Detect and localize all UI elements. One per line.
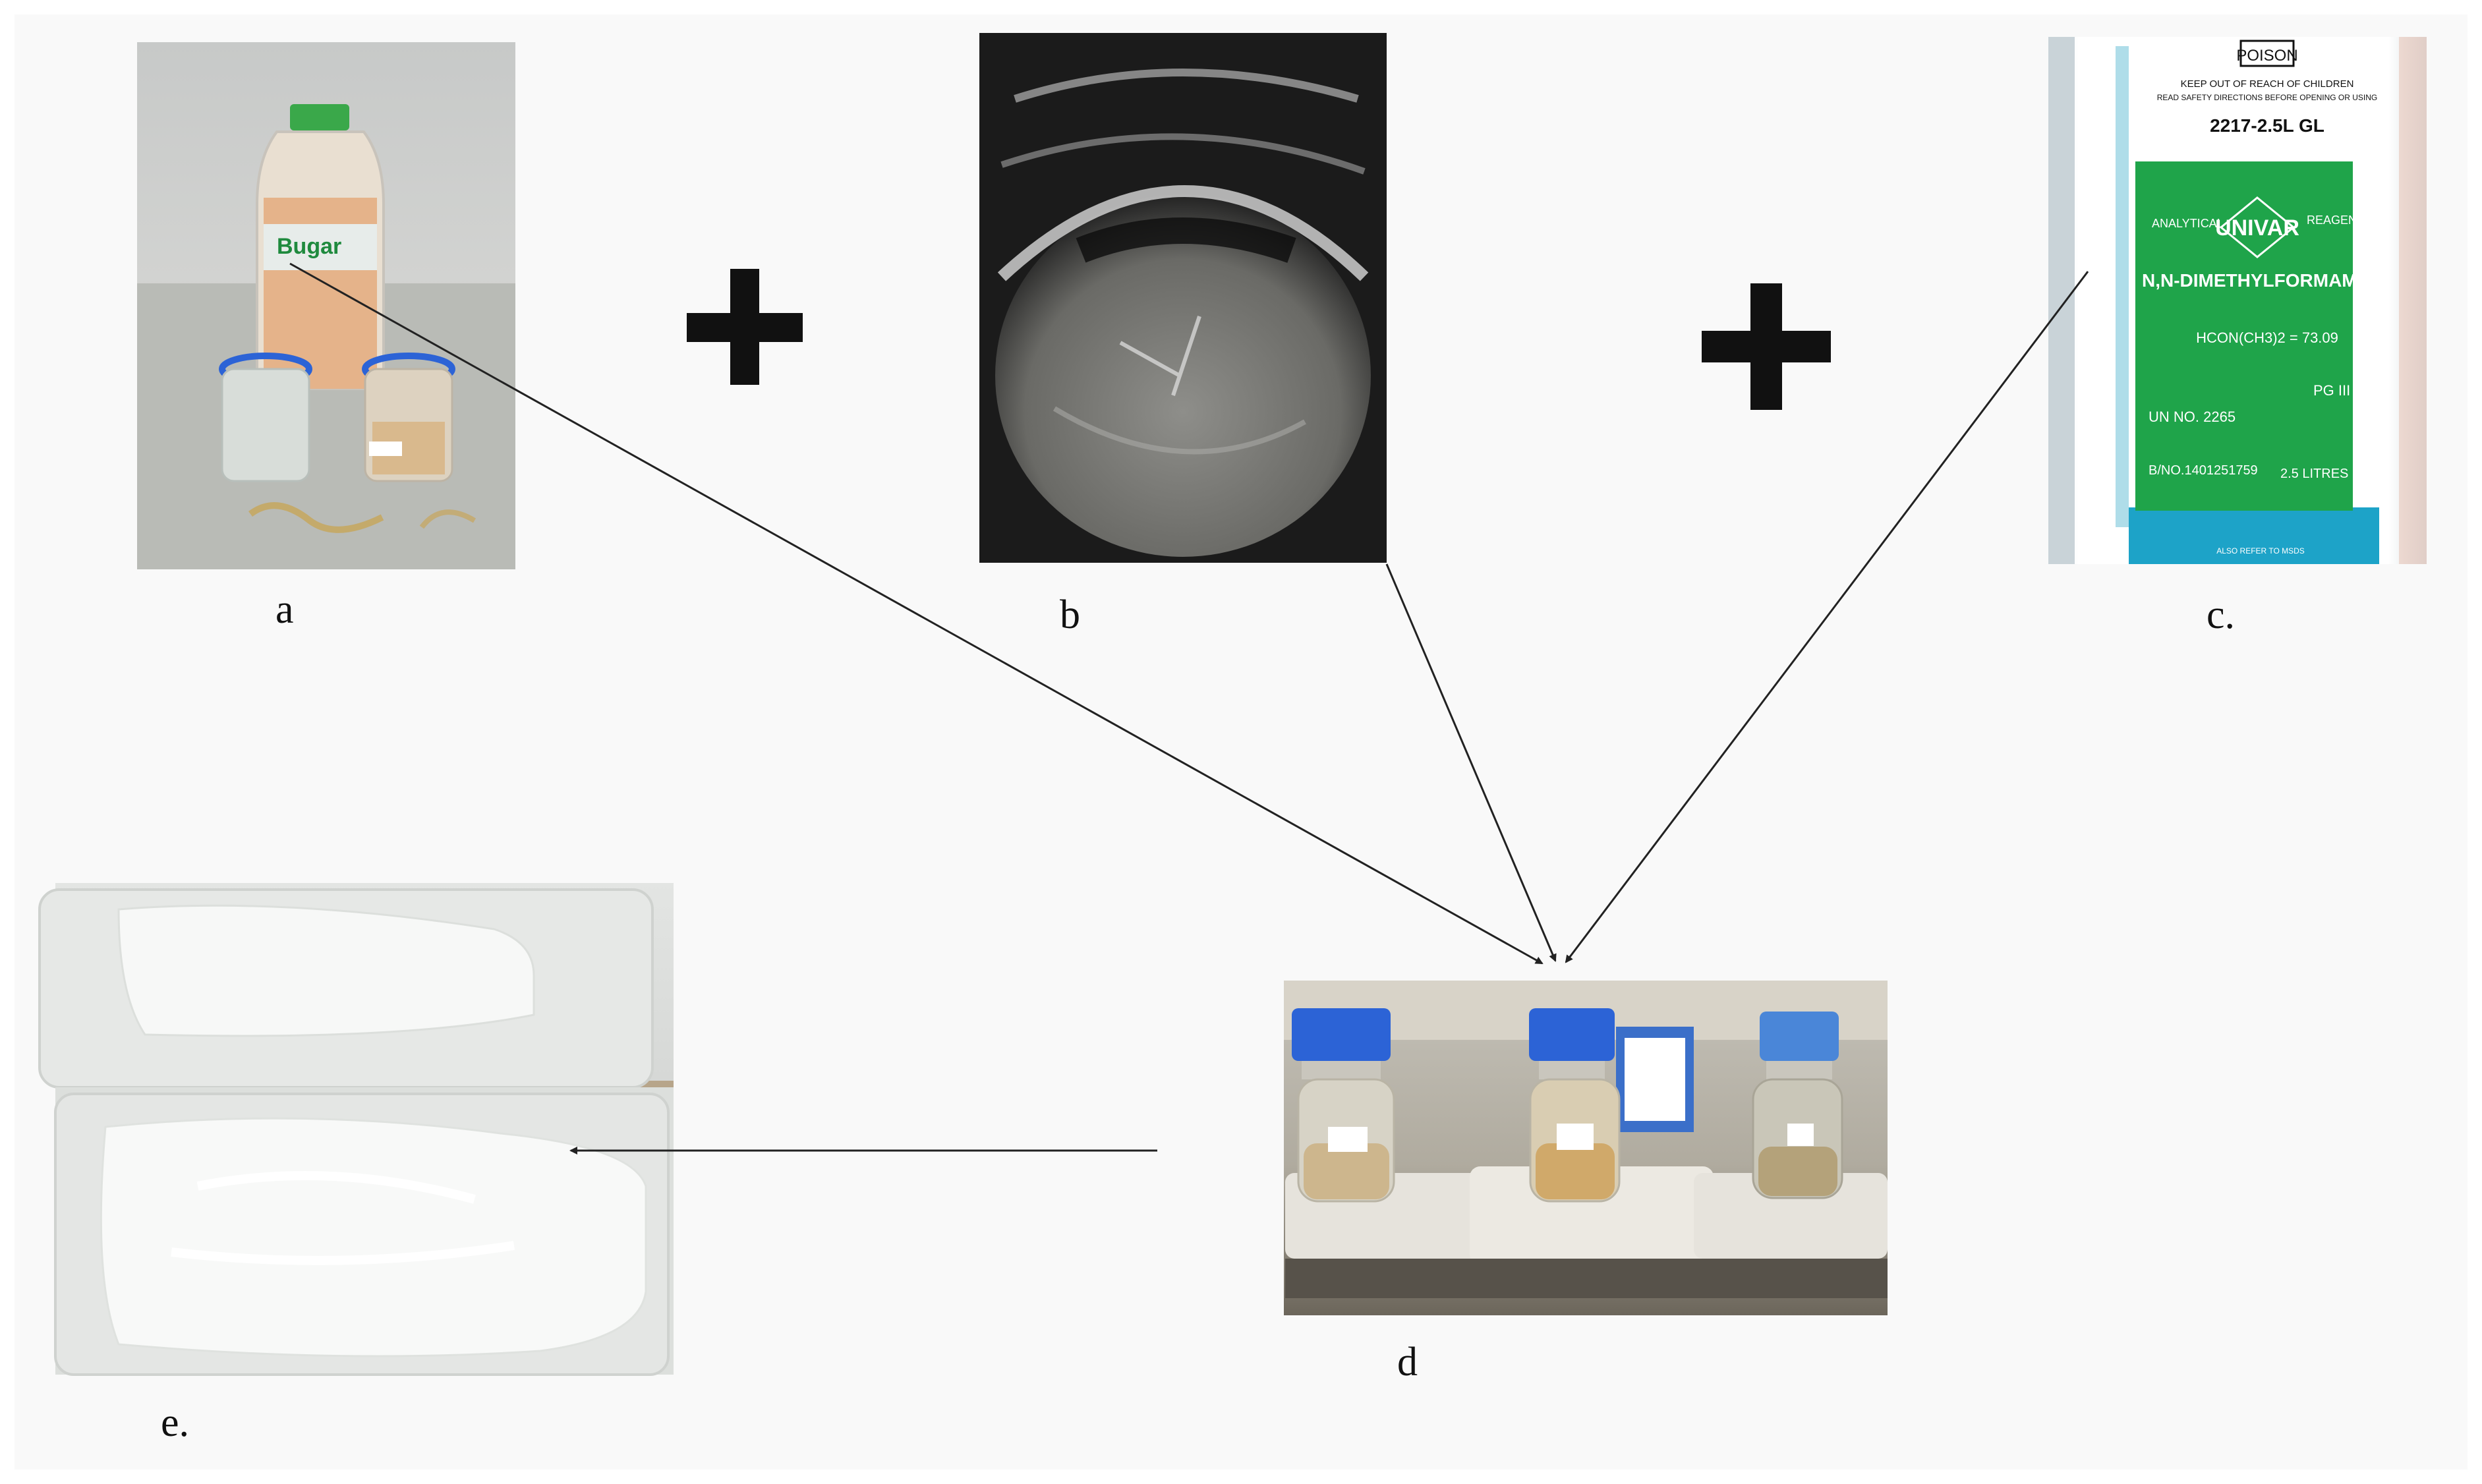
jar-3	[1752, 1012, 1843, 1199]
formula-text: HCON(CH3)2 = 73.09	[2196, 329, 2338, 346]
label-c: c.	[2207, 592, 2236, 637]
label-d: d	[1397, 1340, 1418, 1384]
photo-e-film-sheets	[38, 883, 674, 1376]
msds-text: ALSO REFER TO MSDS	[2216, 546, 2305, 556]
reagent-text: REAGENT	[2307, 214, 2364, 227]
photo-a-rice-straw: Bugar	[137, 42, 515, 569]
volume-text: 2.5 LITRES	[2280, 467, 2348, 481]
arrow-a-to-d	[289, 262, 1544, 965]
univar-logo	[2219, 196, 2295, 258]
label-a: a	[275, 587, 294, 632]
warning-line-1: KEEP OUT OF REACH OF CHILDREN	[2181, 78, 2354, 90]
brand-text: UNIVAR	[2215, 215, 2299, 241]
label-e: e.	[161, 1400, 190, 1445]
label-b: b	[1060, 592, 1080, 637]
analytical-text: ANALYTICAL	[2152, 217, 2224, 230]
arrow-c-to-d	[1565, 271, 2089, 963]
plus-sign-2	[1702, 283, 1831, 410]
svg-text:Bugar: Bugar	[277, 234, 341, 259]
chemical-name: N,N-DIMETHYLFORMAMIDE	[2142, 270, 2388, 291]
un-number: UN NO. 2265	[2149, 409, 2236, 425]
batch-number: B/NO.1401251759	[2149, 463, 2258, 478]
photo-b-carbon-pot	[979, 33, 1387, 563]
pg-text: PG III	[2313, 382, 2350, 399]
jar-1	[1292, 1008, 1395, 1203]
green-label	[2135, 161, 2353, 511]
product-code: 2217-2.5L GL	[2210, 115, 2324, 136]
arrow-b-to-d	[1385, 563, 1557, 962]
jar-2	[1529, 1008, 1621, 1203]
photo-c-dmf-bottle: POISON KEEP OUT OF REACH OF CHILDREN REA…	[2048, 37, 2427, 564]
poison-label: POISON	[2236, 47, 2297, 65]
photo-d-stirring-jars	[1284, 981, 1888, 1315]
warning-line-2: READ SAFETY DIRECTIONS BEFORE OPENING OR…	[2157, 93, 2378, 102]
plus-sign-1	[687, 269, 803, 385]
